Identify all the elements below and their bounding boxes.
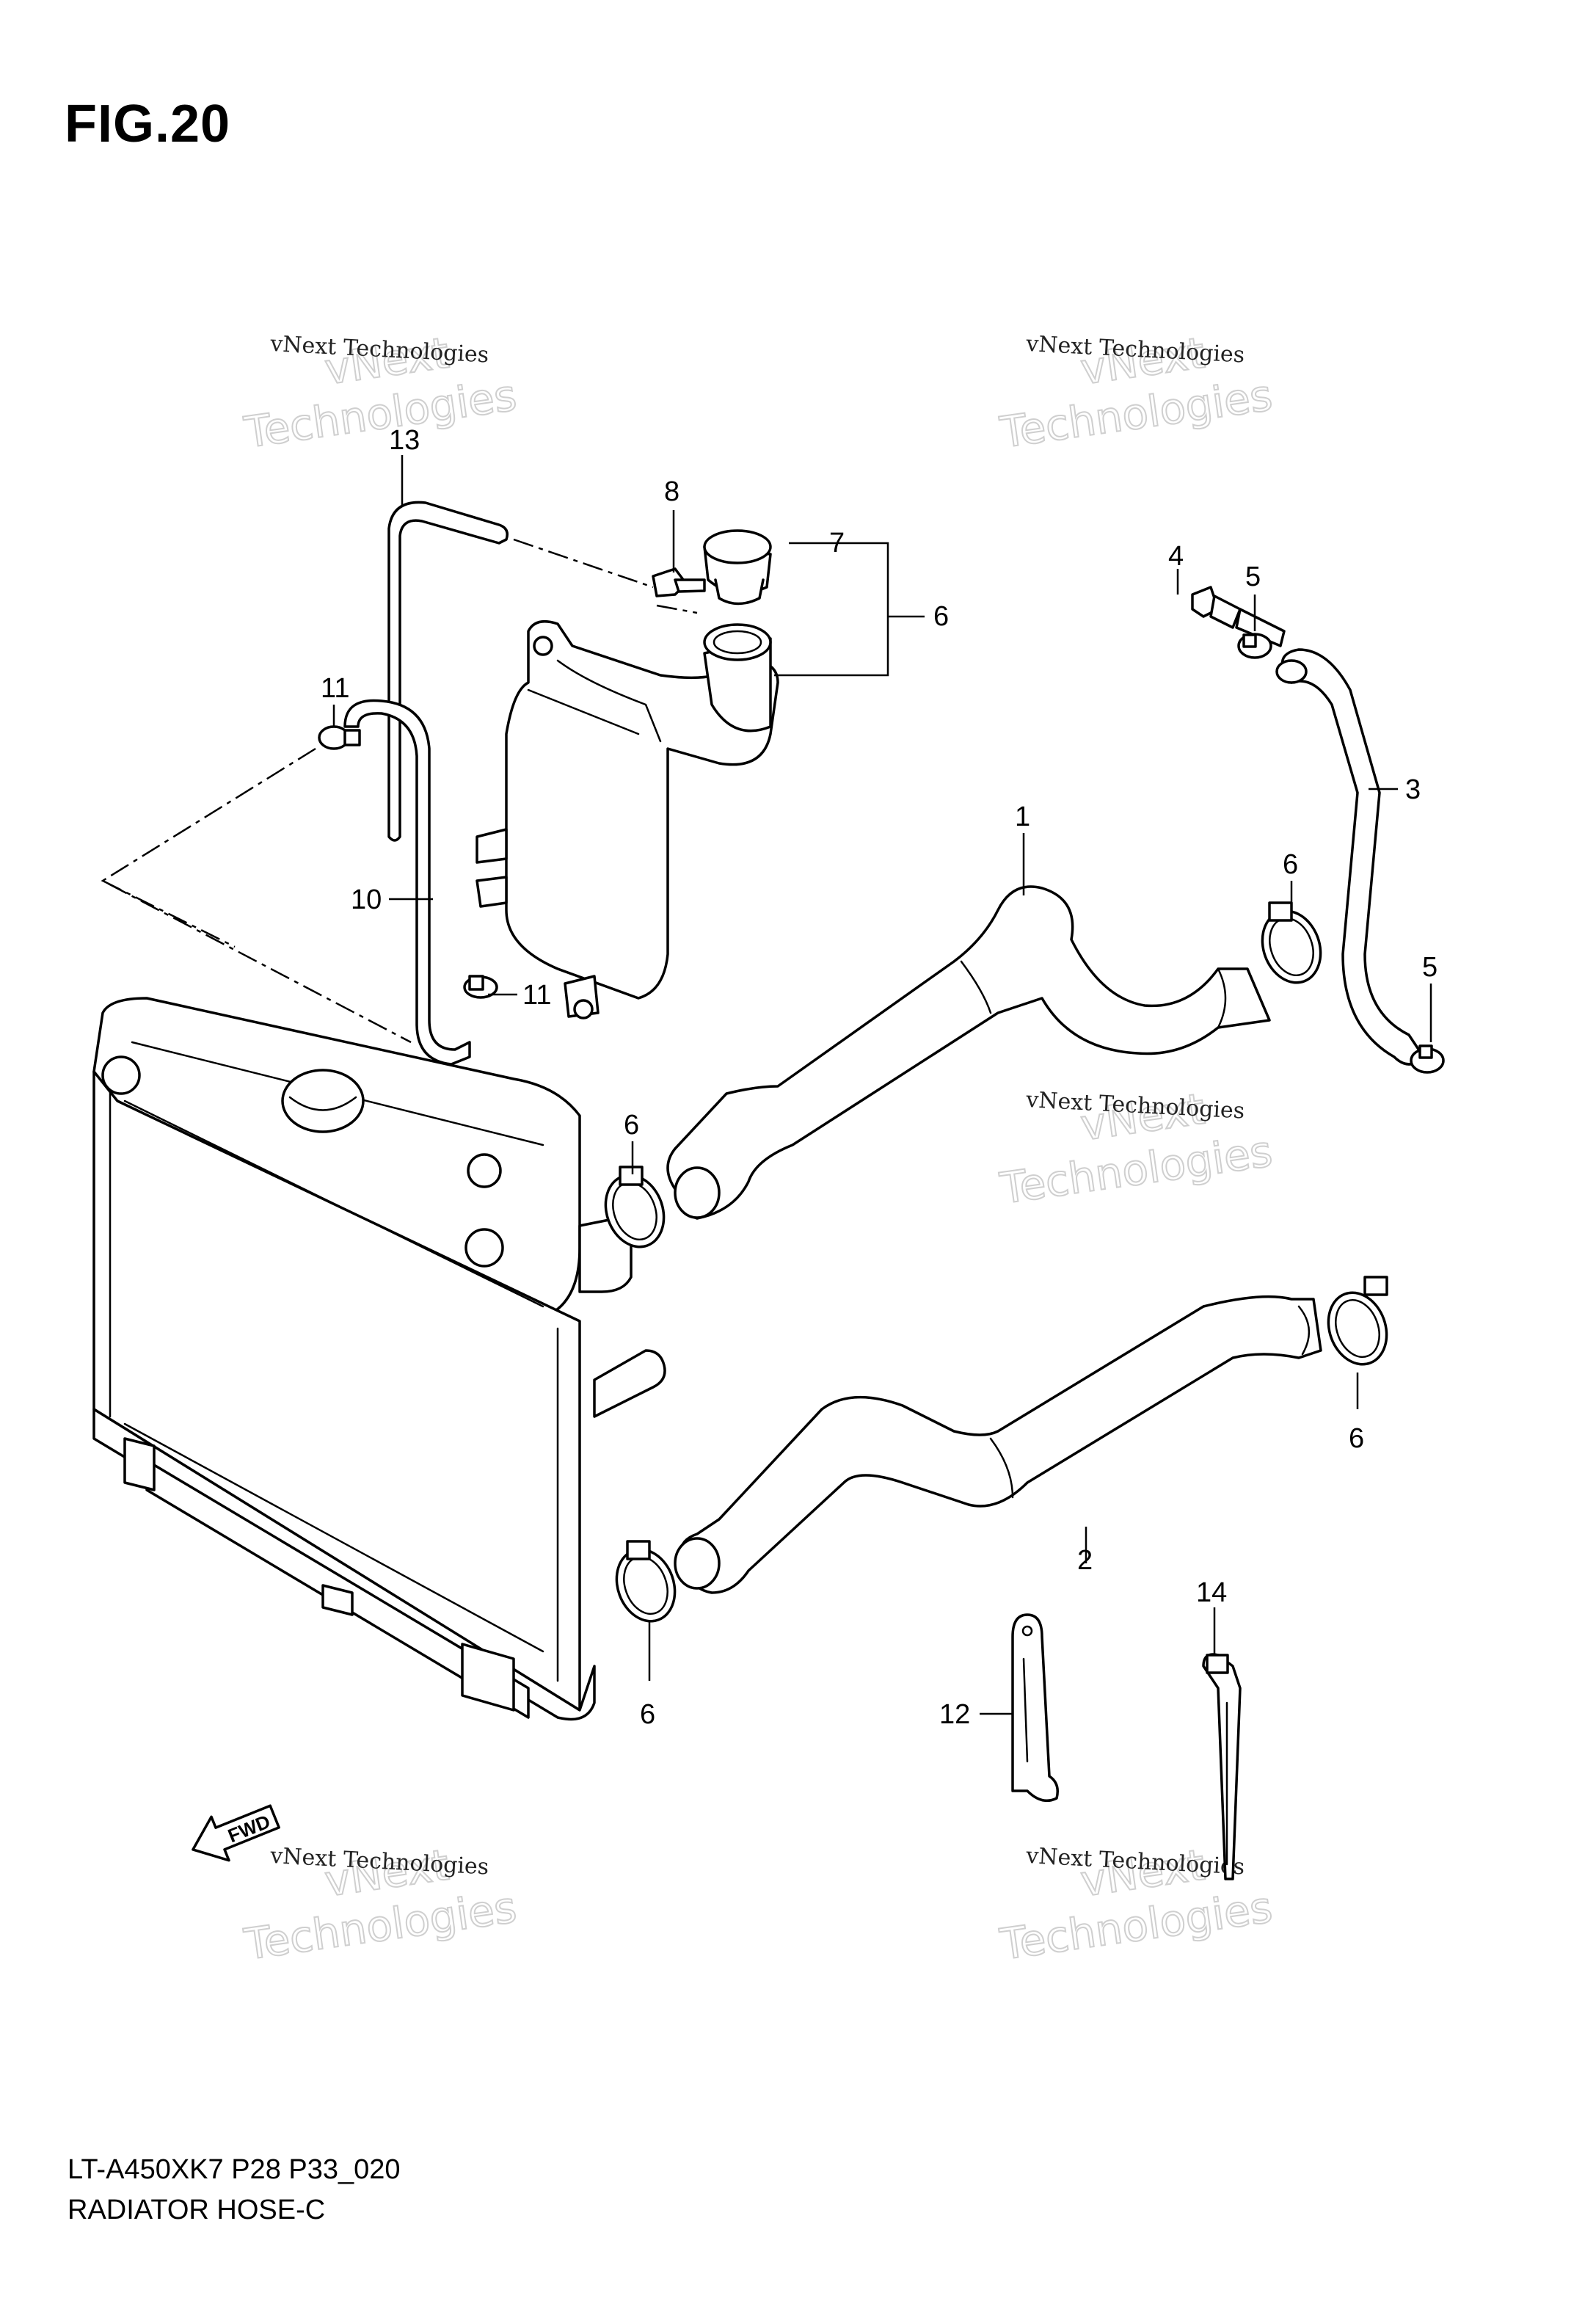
callout-2: 2	[1077, 1545, 1093, 1576]
clamp-5-lower	[1410, 1044, 1445, 1074]
callout-6-lower-right: 6	[1349, 1423, 1364, 1454]
callout-numbers: 13 8 7 6 4 5 3 11 1 6 10 5 11 6 6 2 14 1…	[321, 425, 1438, 1730]
callout-leader-lines	[332, 455, 1432, 1715]
fwd-arrow: FWD	[192, 1804, 280, 1862]
clamp-11-upper	[318, 725, 361, 750]
callout-3: 3	[1405, 774, 1421, 805]
callout-9: 8	[664, 476, 679, 507]
clamp-6-upper-right	[1261, 901, 1322, 984]
callout-7: 6	[933, 601, 949, 632]
callout-6-lower-left: 6	[640, 1699, 655, 1730]
tank-bolt	[652, 567, 706, 597]
hose-10	[343, 699, 471, 1066]
figure-title: FIG.20	[65, 95, 231, 153]
callout-10: 10	[351, 884, 382, 915]
callout-11-lower: 11	[522, 980, 551, 1011]
model-code: LT-A450XK7 P28 P33_020	[68, 2154, 401, 2185]
clamp-6-lower-right	[1327, 1276, 1388, 1366]
bracket-13	[1011, 1613, 1059, 1803]
cable-tie-14	[1202, 1653, 1242, 1880]
reservoir-cap	[703, 529, 772, 606]
callout-8: 7	[829, 528, 845, 559]
callout-13: 12	[939, 1699, 970, 1730]
callout-4: 4	[1168, 541, 1184, 572]
callout-1: 1	[1015, 801, 1030, 832]
hose-3	[1275, 648, 1425, 1066]
hose-12	[387, 501, 509, 842]
reservoir-tank	[475, 619, 779, 1019]
dashed-leader-lines	[101, 538, 698, 1044]
clamp-11-lower	[463, 975, 498, 999]
hose-2-lower-radiator-hose	[674, 1295, 1322, 1594]
clamp-6-upper-left	[604, 1166, 666, 1248]
hose-1-upper-radiator-hose	[666, 885, 1271, 1220]
section-name: RADIATOR HOSE-C	[68, 2195, 326, 2225]
fitting-4	[1191, 586, 1286, 647]
watermark-top-right: vNext Technologies	[996, 327, 1275, 458]
clamp-5-upper	[1237, 633, 1272, 659]
radiator	[92, 997, 666, 1721]
callout-6-upper-left: 6	[624, 1110, 639, 1141]
callout-12: 13	[389, 425, 420, 456]
clamp-6-lower-left	[615, 1540, 677, 1623]
callout-5-upper: 5	[1245, 561, 1261, 592]
radiator-cap	[281, 1069, 365, 1133]
callout-14: 14	[1196, 1577, 1227, 1608]
callout-5-lower: 5	[1422, 952, 1438, 983]
callout-11-upper: 11	[321, 673, 349, 704]
callout-6-upper-right: 6	[1283, 849, 1298, 880]
